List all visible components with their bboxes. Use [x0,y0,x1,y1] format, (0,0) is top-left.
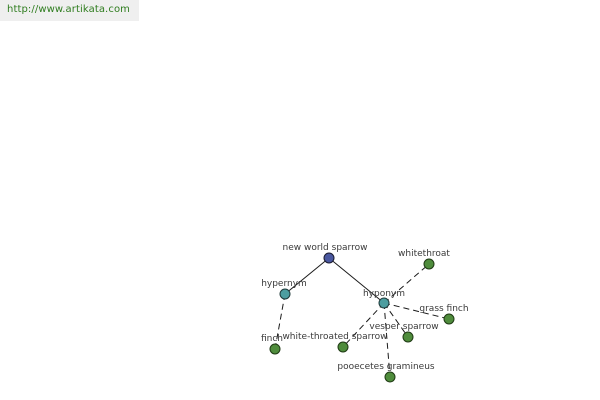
node-hyponym[interactable] [378,297,390,309]
edge-hyponym-grass-finch [383,302,450,320]
label-whitethroat[interactable]: whitethroat [398,249,450,259]
label-vesper-sparrow[interactable]: vesper sparrow [369,322,438,332]
source-url-text[interactable]: http://www.artikata.com [7,4,130,15]
edge-hyponym-pooecetes-gramineus [383,302,391,378]
edge-hyponym-white-throated-sparrow [342,302,385,348]
source-url-banner[interactable]: http://www.artikata.com [0,0,139,21]
label-white-throated-sparrow[interactable]: white-throated sparrow [282,332,387,342]
node-grass-finch[interactable] [443,313,455,325]
node-vesper-sparrow[interactable] [402,331,414,343]
node-white-throated-sparrow[interactable] [337,341,349,353]
label-new-world-sparrow[interactable]: new world sparrow [283,243,368,253]
edge-hyponym-vesper-sparrow [383,302,409,338]
label-finch[interactable]: finch [261,334,283,344]
label-hyponym[interactable]: hyponym [363,289,405,299]
label-pooecetes-gramineus[interactable]: pooecetes gramineus [337,362,435,372]
node-new-world-sparrow[interactable] [323,252,335,264]
edge-root-hyponym [328,257,385,304]
edge-root-hypernym [284,257,330,295]
label-grass-finch[interactable]: grass finch [419,304,468,314]
node-whitethroat[interactable] [423,258,435,270]
node-pooecetes-gramineus[interactable] [384,371,396,383]
label-hypernym[interactable]: hypernym [261,279,307,289]
node-finch[interactable] [269,343,281,355]
node-hypernym[interactable] [279,288,291,300]
